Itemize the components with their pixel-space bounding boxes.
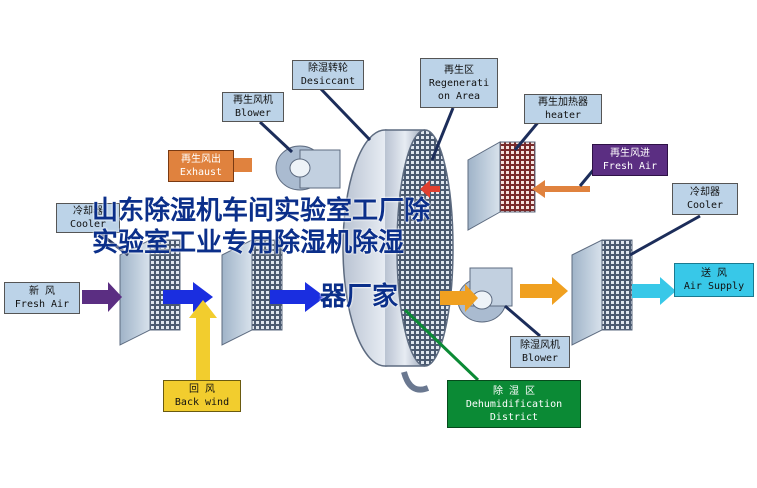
regen-heater-label-zh: 再生加热器 — [538, 97, 588, 108]
cooler-right-label: 冷却器 Cooler — [672, 183, 738, 215]
fresh-air-label-en: Fresh Air — [14, 299, 70, 310]
exhaust-label-en: Exhaust — [179, 167, 223, 178]
regen-heater-label-en: heater — [544, 110, 582, 121]
fresh-air-label-zh: 新 风 — [28, 286, 56, 297]
dehum-blower-label-en: Blower — [521, 353, 559, 364]
back-wind-label-en: Back wind — [174, 397, 230, 408]
overlay-line-3: 器厂家 — [320, 282, 399, 312]
regen-fresh-air-label: 再生风进 Fresh Air — [592, 144, 668, 176]
regeneration-area-label: 再生区 Regenerati on Area — [420, 58, 498, 108]
exhaust-label: 再生风出 Exhaust — [168, 150, 234, 182]
overlay-line-2: 实验室工业专用除湿机除湿 — [92, 228, 405, 258]
regeneration-area-label-en2: on Area — [437, 90, 481, 102]
cooler-right-label-en: Cooler — [686, 200, 724, 211]
dehum-district-label-en2: District — [489, 411, 539, 423]
exhaust-label-zh: 再生风出 — [181, 154, 221, 165]
cooler-right-unit — [571, 239, 633, 346]
regeneration-area-label-zh: 再生区 — [444, 64, 474, 76]
regen-fresh-air-label-en: Fresh Air — [602, 161, 658, 172]
fresh-air-label: 新 风 Fresh Air — [4, 282, 80, 314]
dehum-blower-label: 除湿风机 Blower — [510, 336, 570, 368]
pointer-lines — [89, 86, 701, 382]
back-wind-label: 回 风 Back wind — [163, 380, 241, 412]
desiccant-wheel — [342, 129, 454, 393]
overlay-line-1: 山东除湿机车间实验室工厂除 — [92, 196, 431, 226]
desiccant-label-zh: 除湿转轮 — [308, 63, 348, 74]
dehum-blower-label-zh: 除湿风机 — [520, 340, 560, 351]
regen-blower-unit — [275, 145, 341, 191]
cooler-left-label-en: Cooler — [69, 219, 107, 230]
cooler-right-label-zh: 冷却器 — [690, 187, 720, 198]
air-supply-label: 送 风 Air Supply — [674, 263, 754, 297]
regen-heater-label: 再生加热器 heater — [524, 94, 602, 124]
cooler-left-unit — [119, 239, 181, 346]
regen-heater-unit — [467, 141, 536, 231]
regen-blower-label-zh: 再生风机 — [233, 95, 273, 106]
desiccant-label: 除湿转轮 Desiccant — [292, 60, 364, 90]
back-wind-label-zh: 回 风 — [188, 384, 216, 395]
regen-fresh-air-label-zh: 再生风进 — [610, 148, 650, 159]
cooler-middle-unit — [221, 239, 283, 346]
regen-blower-label: 再生风机 Blower — [222, 92, 284, 122]
dehum-district-label-en1: Dehumidification — [465, 398, 563, 410]
dehum-district-label: 除 湿 区 Dehumidification District — [447, 380, 581, 428]
cooler-left-label-zh: 冷却器 — [73, 206, 103, 217]
regen-blower-label-en: Blower — [234, 108, 272, 119]
air-supply-label-en: Air Supply — [683, 281, 745, 292]
cooler-left-label: 冷却器 Cooler — [56, 203, 120, 233]
dehum-district-label-zh: 除 湿 区 — [492, 385, 536, 397]
air-supply-label-zh: 送 风 — [700, 268, 728, 279]
regeneration-area-label-en1: Regenerati — [428, 77, 490, 89]
dehum-blower-unit — [457, 267, 513, 323]
desiccant-label-en: Desiccant — [300, 76, 356, 87]
